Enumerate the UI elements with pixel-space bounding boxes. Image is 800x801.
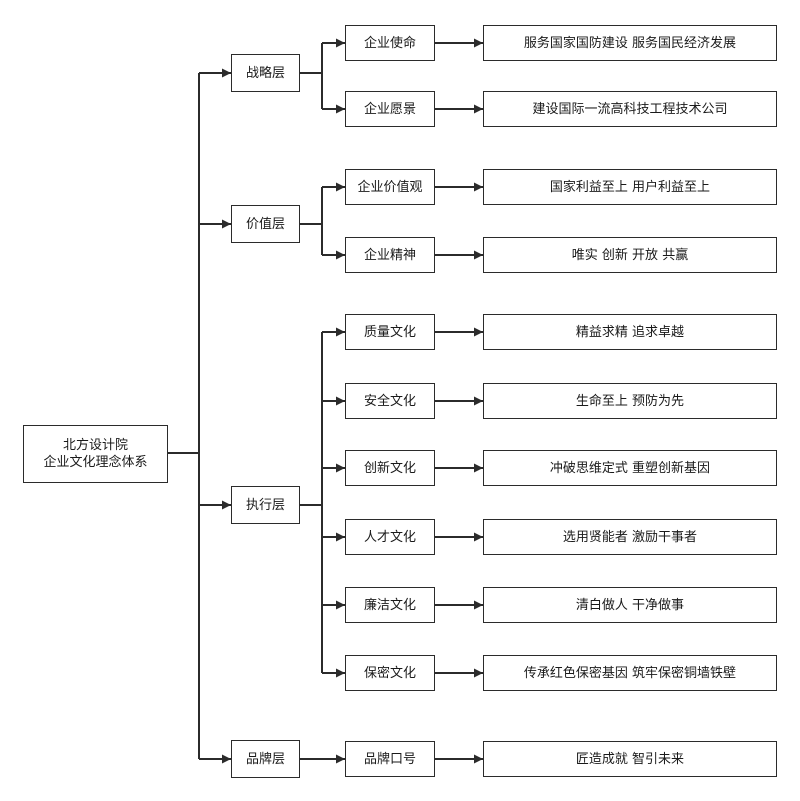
aspect-node: 企业精神 bbox=[345, 237, 435, 273]
root-title-line2: 企业文化理念体系 bbox=[43, 455, 148, 470]
aspect-node: 品牌口号 bbox=[345, 741, 435, 777]
statement-node: 传承红色保密基因 筑牢保密铜墙铁壁 bbox=[483, 655, 777, 691]
statement-node: 清白做人 干净做事 bbox=[483, 587, 777, 623]
aspect-node: 创新文化 bbox=[345, 450, 435, 486]
layer-node: 战略层 bbox=[231, 54, 300, 92]
aspect-node: 企业愿景 bbox=[345, 91, 435, 127]
statement-node: 唯实 创新 开放 共赢 bbox=[483, 237, 777, 273]
statement-node: 选用贤能者 激励干事者 bbox=[483, 519, 777, 555]
aspect-node: 安全文化 bbox=[345, 383, 435, 419]
aspect-node: 质量文化 bbox=[345, 314, 435, 350]
layer-node: 品牌层 bbox=[231, 740, 300, 778]
aspect-node: 廉洁文化 bbox=[345, 587, 435, 623]
statement-node: 精益求精 追求卓越 bbox=[483, 314, 777, 350]
statement-node: 生命至上 预防为先 bbox=[483, 383, 777, 419]
statement-node: 建设国际一流高科技工程技术公司 bbox=[483, 91, 777, 127]
aspect-node: 企业使命 bbox=[345, 25, 435, 61]
root-node: 北方设计院 企业文化理念体系 bbox=[23, 425, 168, 483]
aspect-node: 保密文化 bbox=[345, 655, 435, 691]
aspect-node: 人才文化 bbox=[345, 519, 435, 555]
layer-node: 价值层 bbox=[231, 205, 300, 243]
statement-node: 冲破思维定式 重塑创新基因 bbox=[483, 450, 777, 486]
root-title-line1: 北方设计院 bbox=[62, 438, 128, 453]
statement-node: 服务国家国防建设 服务国民经济发展 bbox=[483, 25, 777, 61]
statement-node: 匠造成就 智引未来 bbox=[483, 741, 777, 777]
aspect-node: 企业价值观 bbox=[345, 169, 435, 205]
layer-node: 执行层 bbox=[231, 486, 300, 524]
statement-node: 国家利益至上 用户利益至上 bbox=[483, 169, 777, 205]
